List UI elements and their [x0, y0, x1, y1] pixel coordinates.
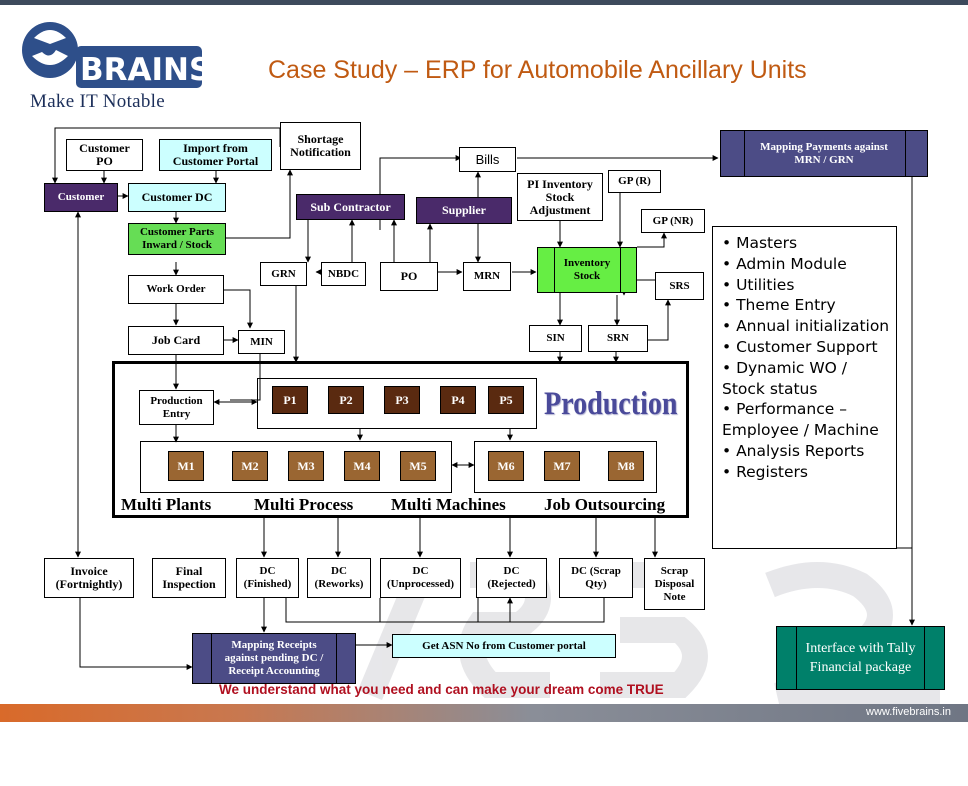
node-invoice: Invoice (Fortnightly) — [44, 558, 134, 598]
node-mrn: MRN — [463, 262, 511, 291]
feature-item: • Analysis Reports — [722, 441, 865, 460]
node-work-order: Work Order — [128, 275, 224, 304]
machine-m3: M3 — [288, 451, 324, 481]
inventory-stock-divider — [554, 247, 555, 293]
node-final-inspection: Final Inspection — [152, 558, 226, 598]
node-dc-unprocessed: DC (Unprocessed) — [380, 558, 461, 598]
caption-multi-plants: Multi Plants — [121, 495, 212, 514]
feature-item: • Annual initialization — [722, 317, 890, 336]
node-srn: SRN — [588, 325, 648, 352]
machine-group-a — [140, 441, 452, 493]
feature-item: • Admin Module — [722, 254, 847, 273]
feature-item: • Customer Support — [722, 337, 878, 356]
node-production-entry: Production Entry — [139, 390, 214, 425]
caption-multi-process: Multi Process — [254, 495, 354, 514]
machine-m6: M6 — [488, 451, 524, 481]
node-pi-inventory: PI Inventory Stock Adjustment — [517, 173, 603, 221]
node-customer-dc: Customer DC — [128, 183, 226, 212]
node-grn: GRN — [260, 262, 307, 286]
node-customer: Customer — [44, 183, 118, 212]
footer-bar: www.fivebrains.in — [0, 704, 968, 722]
node-sin: SIN — [529, 325, 582, 352]
process-p2: P2 — [328, 386, 364, 414]
machine-m1: M1 — [168, 451, 204, 481]
node-mapping-payments: Mapping Payments against MRN / GRN — [720, 130, 928, 177]
node-nbdc: NBDC — [321, 262, 366, 286]
company-logo: BRAINS — [22, 22, 210, 88]
machine-m7: M7 — [544, 451, 580, 481]
caption-multi-machines: Multi Machines — [391, 495, 506, 514]
process-p5: P5 — [488, 386, 524, 414]
node-dc-rejected: DC (Rejected) — [476, 558, 547, 598]
feature-item: • Performance – Employee / Machine — [722, 400, 879, 440]
node-job-card: Job Card — [128, 326, 224, 355]
logo-text: BRAINS — [80, 52, 210, 88]
production-frame — [112, 361, 689, 518]
feature-item: • Registers — [722, 462, 808, 481]
node-dc-scrap: DC (Scrap Qty) — [559, 558, 633, 598]
node-dc-reworks: DC (Reworks) — [307, 558, 371, 598]
node-supplier: Supplier — [416, 197, 512, 224]
production-label: Production — [544, 386, 678, 422]
node-sub-contractor: Sub Contractor — [296, 194, 405, 220]
inventory-stock-divider — [620, 247, 621, 293]
process-p4: P4 — [440, 386, 476, 414]
feature-item: • Theme Entry — [722, 296, 836, 315]
mapping-receipts-divider — [211, 633, 212, 684]
node-tally-interface: Interface with Tally Financial package — [776, 626, 945, 690]
node-get-asn: Get ASN No from Customer portal — [392, 634, 616, 658]
machine-m8: M8 — [608, 451, 644, 481]
process-p1: P1 — [272, 386, 308, 414]
node-inventory-stock: Inventory Stock — [537, 247, 637, 293]
tally-divider — [796, 626, 797, 690]
top-bar — [0, 0, 968, 5]
mapping-payments-divider — [744, 130, 745, 177]
node-customer-parts: Customer Parts Inward / Stock — [128, 223, 226, 255]
node-shortage-notification: Shortage Notification — [280, 122, 361, 170]
mapping-payments-divider — [905, 130, 906, 177]
node-srs: SRS — [655, 272, 704, 300]
process-group — [257, 378, 537, 429]
page-title: Case Study – ERP for Automobile Ancillar… — [268, 56, 807, 84]
machine-m4: M4 — [344, 451, 380, 481]
footer-url[interactable]: www.fivebrains.in — [866, 706, 951, 718]
node-import-portal: Import from Customer Portal — [159, 139, 272, 171]
node-gp-r: GP (R) — [608, 170, 661, 193]
node-gp-nr: GP (NR) — [641, 209, 705, 233]
machine-group-b — [474, 441, 657, 493]
machine-m5: M5 — [400, 451, 436, 481]
feature-item: • Utilities — [722, 275, 795, 294]
node-po: PO — [380, 262, 438, 291]
feature-item: • Dynamic WO / Stock status — [722, 358, 848, 398]
node-mapping-receipts: Mapping Receipts against pending DC / Re… — [192, 633, 356, 684]
node-scrap-disposal: Scrap Disposal Note — [644, 558, 705, 610]
node-min: MIN — [238, 330, 285, 354]
machine-m2: M2 — [232, 451, 268, 481]
caption-job-outsourcing: Job Outsourcing — [544, 495, 666, 514]
node-dc-finished: DC (Finished) — [236, 558, 299, 598]
features-list: • Masters • Admin Module • Utilities • T… — [712, 226, 897, 549]
node-customer-po: Customer PO — [66, 139, 143, 171]
node-bills: Bills — [459, 147, 516, 172]
process-p3: P3 — [384, 386, 420, 414]
slogan: We understand what you need and can make… — [219, 682, 664, 697]
mapping-receipts-divider — [336, 633, 337, 684]
tally-divider — [924, 626, 925, 690]
logo-tagline: Make IT Notable — [30, 91, 165, 112]
feature-item: • Masters — [722, 234, 798, 252]
